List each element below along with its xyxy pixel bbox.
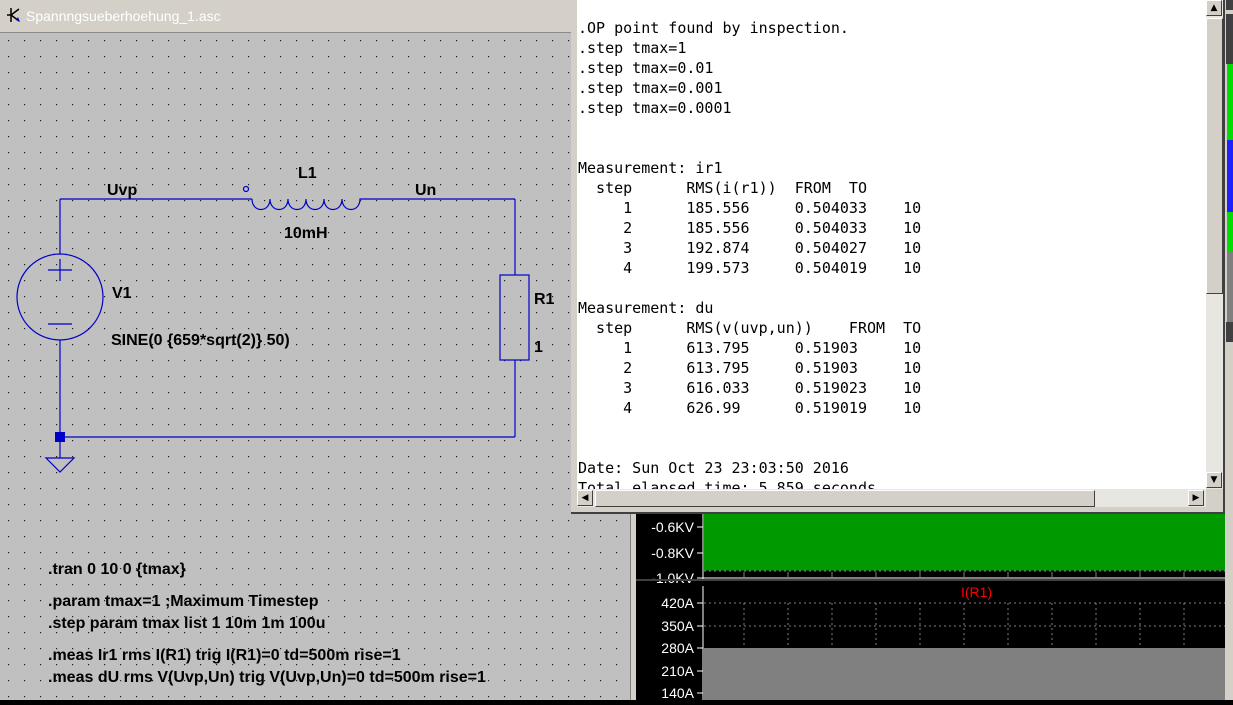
log-line: .step tmax=1 (578, 39, 687, 57)
directive-meas-du[interactable]: .meas dU rms V(Uvp,Un) trig V(Uvp,Un)=0 … (48, 669, 486, 686)
directive-tran[interactable]: .tran 0 10 0 {tmax} (48, 561, 186, 578)
lower-tick-4: 210A (661, 663, 694, 679)
log-line: 1 185.556 0.504033 10 (578, 199, 922, 217)
log-line: step RMS(v(uvp,un)) FROM TO (578, 319, 922, 337)
resistor-r1-symbol[interactable] (499, 274, 530, 361)
horizontal-scroll-thumb[interactable] (595, 490, 1095, 507)
vertical-scroll-thumb[interactable] (1206, 18, 1223, 294)
schematic-file-icon (7, 8, 20, 22)
net-label-un[interactable]: Un (415, 182, 436, 199)
log-line: 1 613.795 0.51903 10 (578, 339, 922, 357)
inductor-l1-symbol[interactable] (242, 185, 365, 211)
schematic-canvas[interactable]: Uvp Un L1 10mH V1 SINE(0 {659*sqrt(2)} 5… (0, 0, 636, 700)
log-line (578, 118, 921, 138)
schematic-title-bar[interactable]: Spannngsueberhoehung_1.asc (0, 0, 636, 33)
lower-tick-3: 280A (661, 640, 694, 656)
log-line: 3 192.874 0.504027 10 (578, 239, 922, 257)
log-line: 4 626.99 0.519019 10 (578, 399, 922, 417)
trace-label-ir1[interactable]: I(R1) (961, 584, 992, 600)
source-value[interactable]: SINE(0 {659*sqrt(2)} 50) (111, 332, 290, 349)
junction-node (55, 432, 65, 442)
scroll-corner (1206, 489, 1223, 507)
log-content: .OP point found by inspection. .step tmax… (578, 18, 921, 489)
log-line: .step tmax=0.0001 (578, 99, 732, 117)
schematic-title: Spannngsueberhoehung_1.asc (26, 8, 221, 24)
spice-error-log-window[interactable]: .OP point found by inspection. .step tmax… (571, 0, 1225, 514)
upper-plot-fill[interactable] (704, 514, 1233, 571)
net-label-uvp[interactable]: Uvp (107, 182, 137, 199)
log-line: Measurement: du (578, 299, 714, 317)
upper-tick-3: -1.0KV (651, 570, 694, 586)
lower-tick-2: 350A (661, 618, 694, 634)
log-line (578, 278, 921, 298)
log-line: .OP point found by inspection. (578, 19, 849, 37)
schematic-window[interactable]: Uvp Un L1 10mH V1 SINE(0 {659*sqrt(2)} 5… (0, 0, 637, 700)
source-name[interactable]: V1 (112, 285, 132, 302)
log-line (578, 138, 921, 158)
log-line: .step tmax=0.001 (578, 79, 723, 97)
log-line: Date: Sun Oct 23 23:03:50 2016 (578, 459, 849, 477)
log-line: .step tmax=0.01 (578, 59, 714, 77)
ground-symbol[interactable] (44, 457, 76, 473)
log-line: 3 616.033 0.519023 10 (578, 379, 922, 397)
background-window-edge (1225, 0, 1233, 700)
scroll-up-button[interactable]: ▲ (1206, 0, 1222, 16)
inductor-name[interactable]: L1 (298, 165, 317, 182)
directive-step[interactable]: .step param tmax list 1 10m 1m 100u (48, 615, 325, 632)
scroll-left-button[interactable]: ◀ (577, 490, 593, 506)
voltage-source-v1-symbol[interactable] (16, 253, 104, 341)
log-line: 2 185.556 0.504033 10 (578, 219, 922, 237)
lower-tick-5: 140A (661, 685, 694, 700)
directive-meas-ir1[interactable]: .meas Ir1 rms I(R1) trig I(R1)=0 td=500m… (48, 647, 401, 664)
resistor-name[interactable]: R1 (534, 291, 555, 308)
lower-plot-fill[interactable] (704, 648, 1233, 700)
log-line (578, 418, 921, 438)
log-line: Measurement: ir1 (578, 159, 723, 177)
resistor-value[interactable]: 1 (534, 339, 543, 356)
log-horizontal-scrollbar[interactable]: ◀ ▶ (577, 489, 1206, 507)
upper-tick-1: -0.6KV (651, 519, 694, 535)
log-line (578, 438, 921, 458)
log-line: Total elapsed time: 5.859 seconds. (578, 479, 886, 489)
directive-param[interactable]: .param tmax=1 ;Maximum Timestep (48, 593, 319, 610)
lower-tick-1: 420A (661, 595, 694, 611)
upper-tick-2: -0.8KV (651, 545, 694, 561)
log-vertical-scrollbar[interactable]: ▲ ▼ (1206, 0, 1223, 489)
inductor-value[interactable]: 10mH (284, 225, 328, 242)
log-line: 4 199.573 0.504019 10 (578, 259, 922, 277)
log-text-area[interactable]: .OP point found by inspection. .step tmax… (577, 0, 1206, 489)
scroll-down-button[interactable]: ▼ (1206, 472, 1222, 488)
log-line: 2 613.795 0.51903 10 (578, 359, 922, 377)
log-line: step RMS(i(r1)) FROM TO (578, 179, 867, 197)
scroll-right-button[interactable]: ▶ (1188, 490, 1204, 506)
